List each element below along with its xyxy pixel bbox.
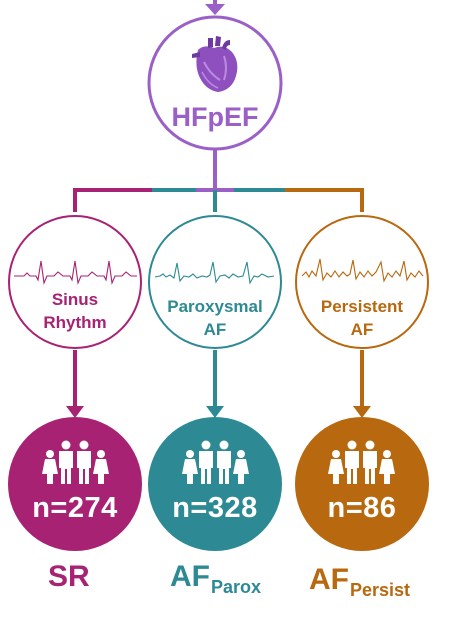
sinus-rhythm-label: Sinus Rhythm	[10, 288, 140, 334]
sinus-rhythm-ring	[8, 215, 142, 349]
parox-count: n=328	[172, 492, 258, 524]
parox-count-circle	[148, 417, 282, 551]
paroxysmal-af-label: Paroxysmal AF	[150, 295, 280, 341]
parox-group-label: AFParox	[170, 560, 261, 598]
people-group-icon	[182, 440, 249, 484]
label-line: AF	[203, 320, 227, 339]
label-line: AF	[350, 320, 374, 339]
heart-icon	[192, 36, 238, 92]
paroxysmal-af-ring	[148, 215, 282, 349]
group-main: AF	[309, 563, 349, 596]
group-sub: Persist	[350, 580, 411, 600]
persist-count: n=86	[327, 492, 397, 524]
group-main: SR	[48, 560, 90, 593]
label-line: Persistent	[320, 297, 404, 316]
persistent-af-label: Persistent AF	[297, 295, 427, 341]
hfpef-title: HFpEF	[171, 102, 259, 132]
group-sub: Parox	[211, 577, 262, 597]
persistent-af-ring	[295, 215, 429, 349]
persist-group-label: AFPersist	[309, 563, 410, 601]
people-group-icon	[42, 440, 109, 484]
ecg-trace-icon	[14, 260, 137, 286]
sr-group-label: SR	[48, 560, 90, 594]
people-group-icon	[328, 440, 395, 484]
label-line: Sinus	[51, 290, 99, 309]
persist-count-circle	[295, 417, 429, 551]
ecg-trace-icon	[154, 261, 275, 285]
group-main: AF	[170, 560, 210, 593]
label-line: Rhythm	[43, 313, 107, 332]
sr-count: n=274	[32, 492, 118, 524]
ecg-trace-icon	[301, 258, 424, 283]
label-line: Paroxysmal	[167, 297, 263, 316]
sr-count-circle	[8, 417, 142, 551]
